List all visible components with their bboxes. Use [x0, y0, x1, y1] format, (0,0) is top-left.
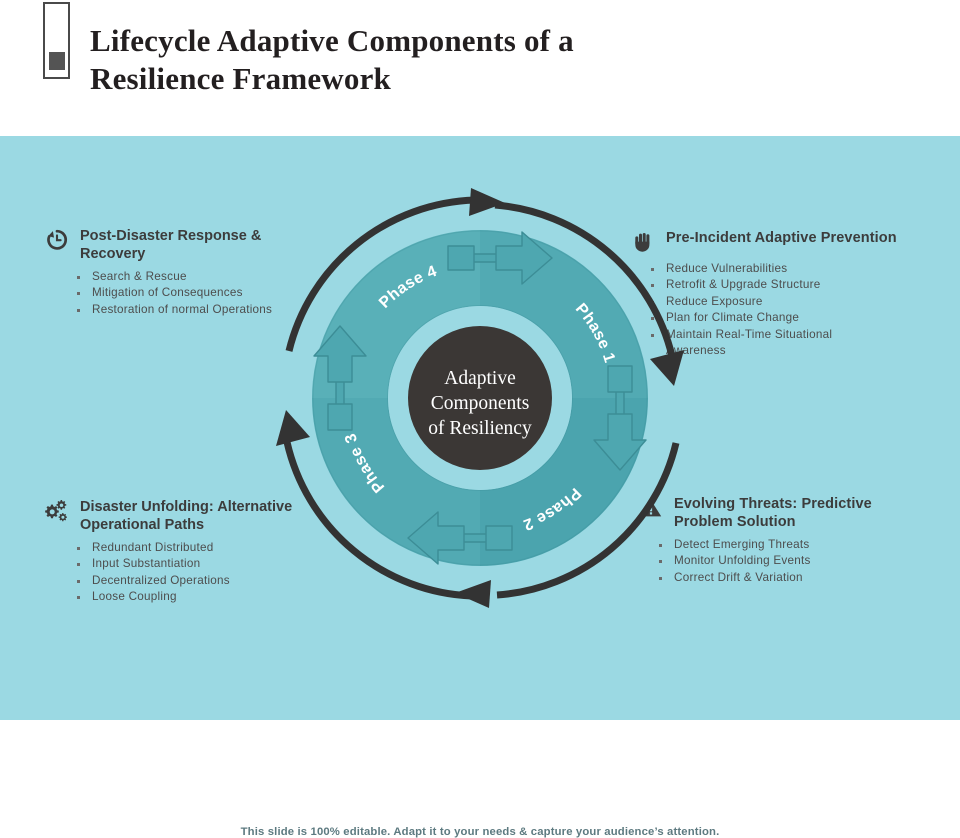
block-header: Pre-Incident Adaptive Prevention	[630, 228, 930, 255]
connector-arrow-bottom-left-chevron	[407, 511, 513, 565]
list-item: Reduce Vulnerabilities	[651, 261, 930, 277]
list-item: Input Substantiation	[77, 556, 344, 572]
bullet-list: Reduce Vulnerabilities Retrofit & Upgrad…	[630, 261, 930, 359]
block-title: Disaster Unfolding: Alternative Operatio…	[80, 499, 293, 533]
gears-icon	[44, 498, 70, 524]
outer-arc-segment-top-left	[285, 196, 476, 352]
center-circle	[408, 326, 552, 470]
outer-arrow-heads	[276, 188, 684, 608]
info-block-evolving-threats-predictive-problem-solution: Evolving Threats: Predictive Problem Sol…	[638, 494, 938, 586]
center-label-line-2: Components	[431, 393, 530, 414]
outer-arc-segment-bottom-left	[283, 441, 473, 600]
list-item: Redundant Distributed	[77, 540, 344, 556]
page-title: Lifecycle Adaptive Components of a Resil…	[90, 23, 574, 96]
list-item: Monitor Unfolding Events	[659, 553, 938, 569]
list-item: Restoration of normal Operations	[77, 302, 344, 318]
content-panel: Post-Disaster Response & Recovery Search…	[0, 136, 960, 838]
center-label-line-3: of Resiliency	[428, 418, 532, 439]
outer-arrowhead-left	[276, 410, 310, 446]
clock-history-icon	[44, 227, 70, 253]
list-item: Reduce Exposure	[651, 294, 930, 310]
connector-arrow-right-down-chevron	[593, 365, 647, 471]
connector-arrow-top-right-chevron	[447, 231, 553, 285]
info-block-post-disaster-response-recovery: Post-Disaster Response & Recovery Search…	[44, 226, 344, 318]
block-header: Post-Disaster Response & Recovery	[44, 226, 344, 263]
list-item: Plan for Climate Change	[651, 310, 930, 326]
connector-arrow-left-up-chevron	[313, 325, 367, 431]
outer-arrowhead-bottom	[455, 580, 491, 608]
outer-arrowhead-right	[650, 350, 684, 386]
bullet-list: Redundant Distributed Input Substantiati…	[44, 540, 344, 606]
list-item: Search & Rescue	[77, 269, 344, 285]
resilience-cycle-diagram: Adaptive Components of Resiliency Phase …	[252, 178, 708, 618]
outer-arrow-arcs	[283, 196, 680, 600]
block-title: Evolving Threats: Predictive Problem Sol…	[674, 496, 872, 530]
outer-arc-segment-top-right	[494, 201, 676, 357]
block-header: Evolving Threats: Predictive Problem Sol…	[638, 494, 938, 531]
list-item: Detect Emerging Threats	[659, 537, 938, 553]
list-item: Loose Coupling	[77, 589, 344, 605]
bullet-list: Search & Rescue Mitigation of Consequenc…	[44, 269, 344, 318]
slide-header: Lifecycle Adaptive Components of a Resil…	[0, 0, 960, 136]
info-block-disaster-unfolding-alternative-operational-paths: Disaster Unfolding: Alternative Operatio…	[44, 497, 344, 606]
outer-arrowhead-top	[469, 188, 505, 216]
logo-inner-square	[49, 52, 65, 70]
list-item: Mitigation of Consequences	[77, 285, 344, 301]
block-header: Disaster Unfolding: Alternative Operatio…	[44, 497, 344, 534]
block-title: Post-Disaster Response & Recovery	[80, 228, 262, 262]
cycle-ring	[312, 230, 648, 566]
list-item: Correct Drift & Variation	[659, 570, 938, 586]
hand-stop-icon	[630, 229, 656, 255]
center-label-line-1: Adaptive	[444, 368, 515, 389]
bullet-list: Detect Emerging Threats Monitor Unfoldin…	[638, 537, 938, 586]
rectangle-square-logo-icon	[43, 2, 70, 79]
list-item: Decentralized Operations	[77, 573, 344, 589]
list-item: Maintain Real-Time Situational Awareness	[651, 327, 930, 360]
outer-arc-segment-bottom-right	[496, 442, 680, 599]
block-title: Pre-Incident Adaptive Prevention	[666, 230, 897, 246]
info-block-pre-incident-adaptive-prevention: Pre-Incident Adaptive Prevention Reduce …	[630, 228, 930, 359]
editable-note: This slide is 100% editable. Adapt it to…	[240, 826, 720, 838]
list-item: Retrofit & Upgrade Structure	[651, 277, 930, 293]
